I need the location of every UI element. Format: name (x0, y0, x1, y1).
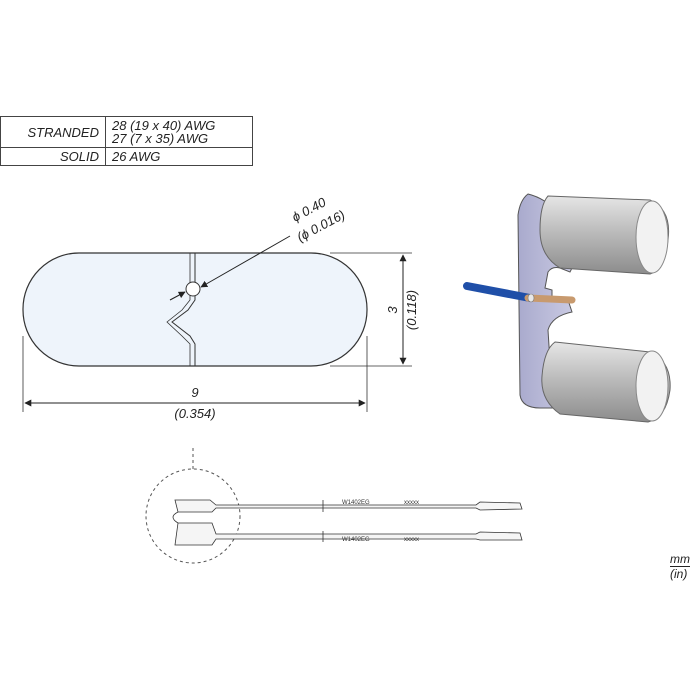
tip-code-upper: xxxxx (404, 500, 419, 506)
height-dimension: 3 (0.118) (330, 252, 419, 367)
stripping-tip-illustration (463, 193, 671, 423)
spec-value: 26 AWG (112, 149, 161, 164)
tip-slot-line (166, 253, 191, 366)
units-legend: mm (in) (670, 552, 690, 581)
tip-top-view (22, 252, 368, 367)
spec-row-stranded: STRANDED 28 (19 x 40) AWG 27 (7 x 35) AW… (0, 116, 253, 148)
height-in-label: (0.118) (404, 290, 419, 330)
lower-cylinder-end (635, 350, 669, 422)
wire-hole (185, 281, 201, 297)
diameter-leader-line (200, 235, 291, 288)
height-mm-label: 3 (385, 306, 400, 314)
tip-label-upper: W1402EG (342, 500, 370, 506)
length-mm-label: 9 (191, 385, 198, 400)
upper-arm (174, 499, 523, 513)
spec-values-stranded: 28 (19 x 40) AWG 27 (7 x 35) AWG (105, 116, 253, 148)
spec-type-stranded: STRANDED (0, 116, 106, 148)
wire-spec-table: STRANDED 28 (19 x 40) AWG 27 (7 x 35) AW… (0, 116, 253, 166)
spec-value: 28 (19 x 40) AWG (112, 118, 216, 133)
upper-heater-cylinder (539, 195, 670, 275)
length-in-label: (0.354) (174, 406, 215, 421)
arm-bend (172, 511, 179, 524)
spec-value: 27 (7 x 35) AWG (112, 131, 209, 146)
spec-values-solid: 26 AWG (105, 147, 253, 166)
units-primary: mm (670, 552, 690, 567)
spec-type-solid: SOLID (0, 147, 106, 166)
diameter-leader-line (169, 291, 186, 301)
wire-cut-edge (527, 293, 535, 303)
tip-side-view: W1402EG W1402EG xxxxx xxxxx (145, 448, 523, 564)
length-dimension: 9 (0.354) (22, 336, 368, 421)
upper-cylinder-end (635, 200, 669, 274)
lower-arm (174, 522, 523, 546)
detail-circle (145, 468, 241, 564)
tip-slot-line (171, 253, 196, 366)
spec-row-solid: SOLID 26 AWG (0, 147, 253, 166)
wire-core (524, 294, 576, 304)
tip-label-lower: W1402EG (342, 537, 370, 543)
units-secondary: (in) (670, 567, 688, 581)
wire-insulation (463, 282, 534, 302)
tip-code-lower: xxxxx (404, 537, 419, 543)
